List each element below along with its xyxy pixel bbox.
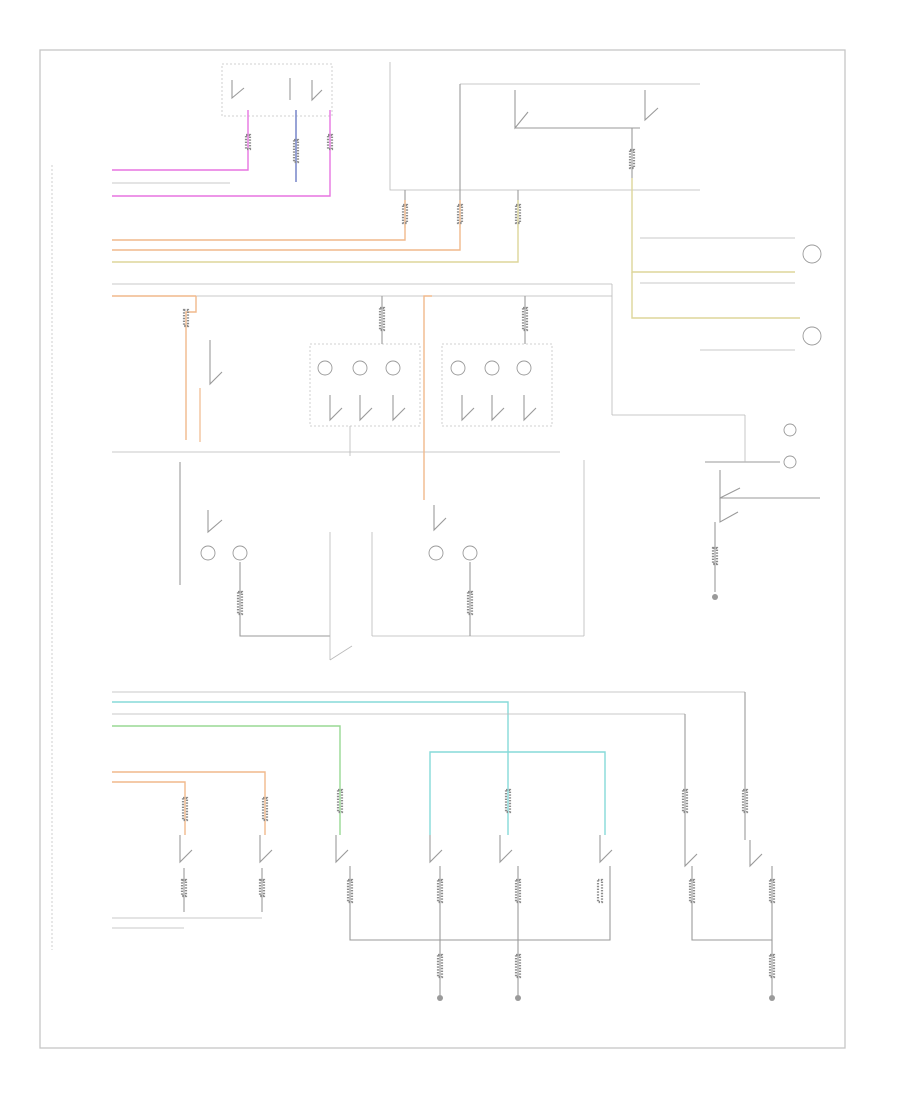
connector [456, 203, 464, 225]
mid-harness [112, 200, 522, 263]
connector [292, 138, 300, 164]
connector [514, 878, 522, 904]
ground-icon [712, 594, 718, 600]
connector [768, 953, 776, 979]
connector [681, 788, 689, 814]
wire-cyan-2 [429, 751, 606, 835]
wire-pink [112, 110, 249, 171]
wire-pink-2 [112, 110, 331, 197]
left-courtesy-module [182, 296, 223, 442]
wire-cyan-1 [112, 701, 509, 835]
ground-icon [437, 995, 443, 1001]
connector [261, 796, 269, 822]
connector [181, 796, 189, 822]
connector [326, 133, 334, 151]
diagram-frame [39, 49, 846, 1049]
lamp-module-center-left [309, 296, 421, 456]
connector [401, 203, 409, 225]
wire-orange-1 [112, 200, 406, 241]
lamp [783, 423, 797, 437]
wire-orange-low-2 [112, 781, 186, 835]
top-left-harness [112, 110, 334, 197]
connector [180, 878, 188, 898]
connector [514, 203, 522, 225]
door-switches [112, 835, 776, 1001]
connector [236, 590, 244, 616]
ground-icon [515, 995, 521, 1001]
connector [436, 878, 444, 904]
wire-orange-2 [112, 200, 461, 251]
wire-green-1 [112, 725, 341, 835]
fuse-block-top [389, 62, 700, 228]
headlamp-switch [221, 63, 333, 117]
connector [514, 953, 522, 979]
connector [504, 788, 512, 814]
wire-yellow-right-2 [631, 272, 800, 319]
lamp [232, 545, 248, 561]
lamp [317, 360, 333, 376]
connector [628, 148, 636, 170]
connector [466, 590, 474, 616]
connector [336, 788, 344, 814]
connector [182, 308, 190, 328]
right-lamp-group [611, 178, 822, 600]
connector [521, 306, 529, 332]
connector [741, 788, 749, 814]
lamp [352, 360, 368, 376]
lamp [783, 455, 797, 469]
lamp [385, 360, 401, 376]
connector [258, 878, 266, 898]
wire-orange-drop-1 [185, 296, 197, 440]
lamp [462, 545, 478, 561]
lamp [802, 244, 822, 264]
lamp [200, 545, 216, 561]
courtesy-lamps-mid [179, 460, 585, 661]
lower-harness [112, 691, 749, 840]
wire-yellow-1 [112, 200, 519, 263]
lamp-module-center-right [423, 295, 553, 500]
lamp [428, 545, 444, 561]
connector [436, 953, 444, 979]
headlamp-switch-box [221, 63, 333, 117]
lamp [450, 360, 466, 376]
connector [244, 133, 252, 151]
ground-icon [769, 995, 775, 1001]
connector [711, 546, 719, 566]
lamp [484, 360, 500, 376]
lamp [516, 360, 532, 376]
wire-orange-low-1 [112, 771, 266, 835]
wire-yellow-right [631, 178, 795, 273]
connector [596, 878, 604, 904]
connector [346, 878, 354, 904]
connector [768, 878, 776, 904]
connector [688, 878, 696, 904]
connector [378, 306, 386, 332]
lamp [802, 326, 822, 346]
wire-orange-drop-2 [423, 295, 432, 500]
